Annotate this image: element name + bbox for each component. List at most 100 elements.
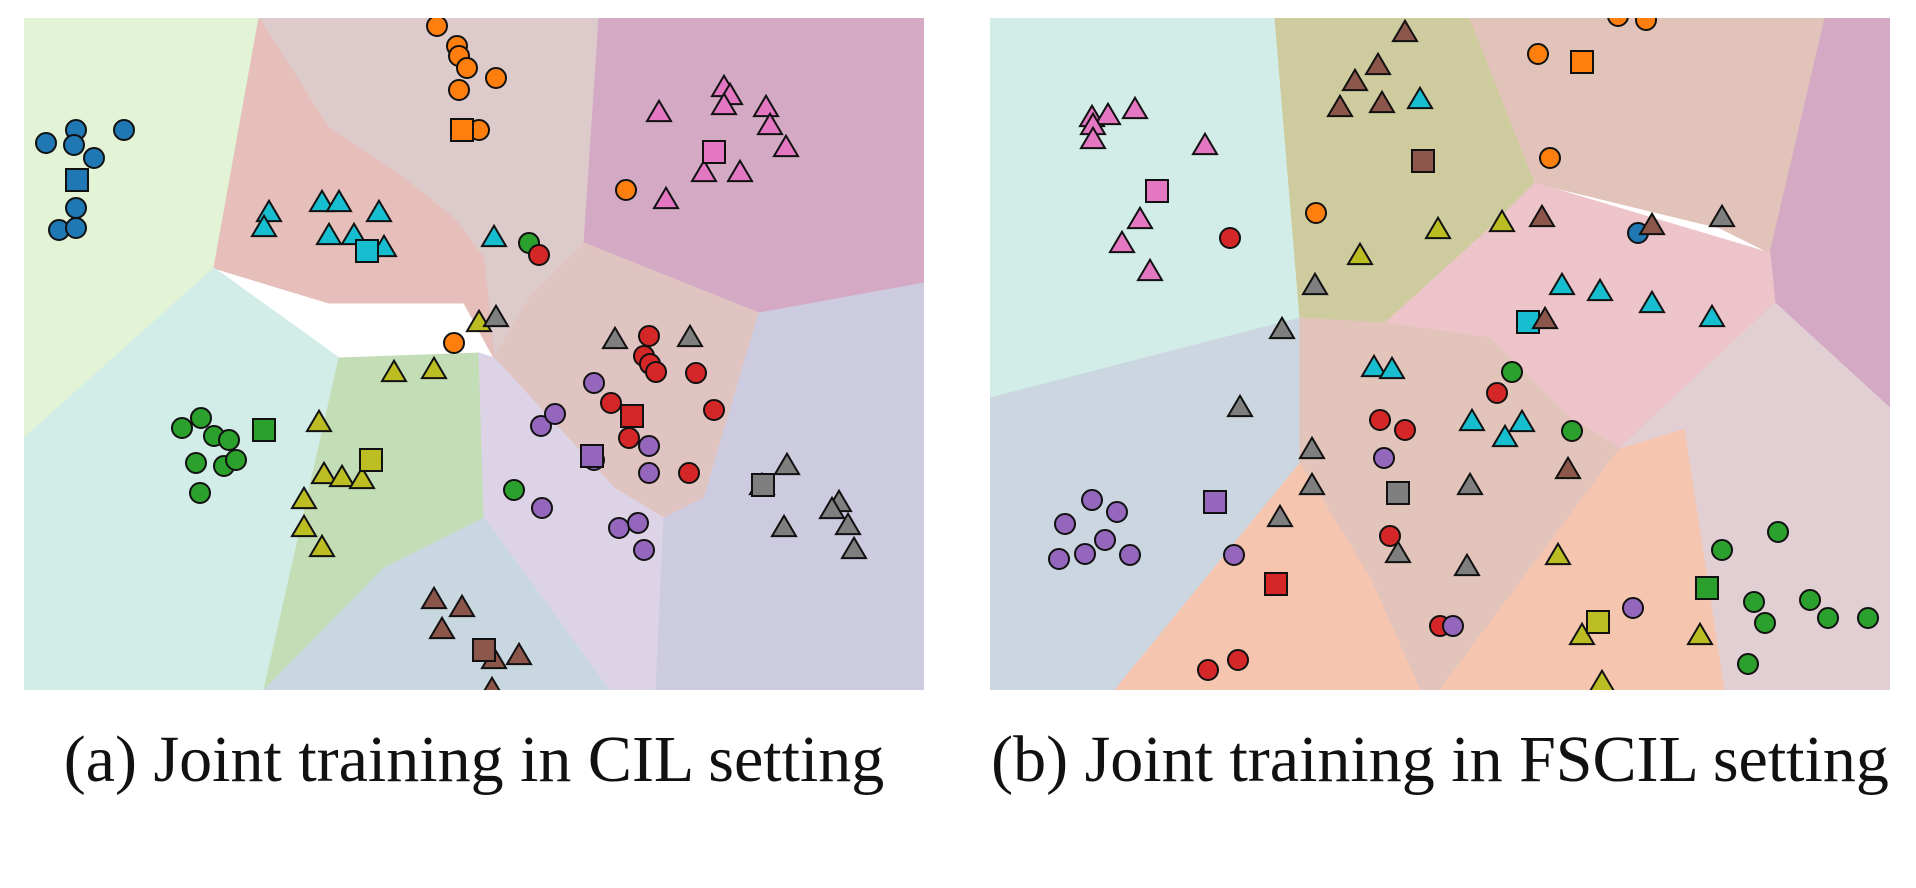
pink-triangle-marker (726, 158, 754, 183)
red-circle-marker (638, 325, 660, 347)
red-circle-marker (1197, 659, 1219, 681)
gray-triangle-marker (601, 325, 629, 350)
olive-triangle-marker (1346, 241, 1374, 266)
brown-triangle-marker (1528, 203, 1556, 228)
cyan-triangle-marker (250, 213, 278, 238)
decision-regions (24, 18, 924, 690)
red-circle-marker (645, 361, 667, 383)
green-circle-marker (1743, 591, 1765, 613)
green-circle-marker (1561, 420, 1583, 442)
cyan-triangle-marker (1586, 277, 1614, 302)
purple-circle-marker (1373, 447, 1395, 469)
purple-circle-marker (1054, 513, 1076, 535)
purple-circle-marker (1081, 489, 1103, 511)
gray-square-marker (751, 473, 775, 497)
caption-fscil: (b) Joint training in FSCIL setting (991, 723, 1889, 796)
pink-triangle-marker (652, 185, 680, 210)
purple-circle-marker (583, 372, 605, 394)
gray-triangle-marker (1268, 315, 1296, 340)
cyan-triangle-marker (325, 188, 353, 213)
cyan-triangle-marker (1360, 353, 1388, 378)
region-peach (1469, 18, 1826, 254)
red-square-marker (620, 404, 644, 428)
orange-square-marker (1570, 50, 1594, 74)
cyan-triangle-marker (480, 223, 508, 248)
cyan-triangle-marker (1458, 407, 1486, 432)
pink-triangle-marker (645, 98, 673, 123)
blue-circle-marker (65, 197, 87, 219)
green-square-marker (1695, 576, 1719, 600)
purple-square-marker (580, 444, 604, 468)
purple-circle-marker (1048, 548, 1070, 570)
pink-triangle-marker (1108, 229, 1136, 254)
red-circle-marker (685, 362, 707, 384)
olive-triangle-marker (1424, 215, 1452, 240)
red-circle-marker (528, 244, 550, 266)
cyan-triangle-marker (1548, 271, 1576, 296)
green-circle-marker (1754, 612, 1776, 634)
orange-circle-marker (456, 57, 478, 79)
brown-triangle-marker (1638, 211, 1666, 236)
gray-triangle-marker (1708, 203, 1736, 228)
green-circle-marker (1501, 361, 1523, 383)
pink-triangle-marker (1191, 131, 1219, 156)
blue-circle-marker (83, 147, 105, 169)
olive-triangle-marker (1544, 541, 1572, 566)
pink-triangle-marker (772, 133, 800, 158)
brown-triangle-marker (1368, 89, 1396, 114)
brown-triangle-marker (483, 675, 501, 690)
purple-circle-marker (638, 435, 660, 457)
orange-circle-marker (1607, 18, 1629, 27)
red-circle-marker (1379, 525, 1401, 547)
cyan-square-marker (355, 239, 379, 263)
green-circle-marker (225, 449, 247, 471)
gray-triangle-marker (773, 451, 801, 476)
olive-square-marker (359, 448, 383, 472)
orange-circle-marker (485, 67, 507, 89)
pink-triangle-marker (710, 91, 738, 116)
cyan-triangle-marker (1638, 289, 1666, 314)
cyan-triangle-marker (308, 188, 336, 213)
orange-square-marker (450, 118, 474, 142)
pink-square-marker (1145, 179, 1169, 203)
gray-triangle-marker (818, 495, 846, 520)
olive-triangle-marker (1488, 208, 1516, 233)
purple-circle-marker (633, 539, 655, 561)
voronoi-plot-fscil (990, 18, 1890, 690)
sample-points (35, 18, 868, 690)
red-circle-marker (1369, 409, 1391, 431)
olive-triangle-marker (290, 513, 318, 538)
blue-circle-marker (113, 119, 135, 141)
olive-triangle-marker (1686, 621, 1714, 646)
purple-circle-marker (1106, 501, 1128, 523)
gray-triangle-marker (1266, 503, 1294, 528)
olive-triangle-marker (310, 460, 338, 485)
pink-triangle-marker (1121, 95, 1149, 120)
olive-square-marker (1586, 610, 1610, 634)
gray-triangle-marker (840, 535, 868, 560)
purple-circle-marker (1622, 597, 1644, 619)
green-circle-marker (190, 407, 212, 429)
cyan-triangle-marker (1378, 355, 1406, 380)
olive-triangle-marker (290, 485, 318, 510)
orange-circle-marker (426, 18, 448, 37)
purple-circle-marker (1074, 543, 1096, 565)
caption-cil: (a) Joint training in CIL setting (63, 723, 885, 796)
gray-triangle-marker (770, 513, 798, 538)
purple-circle-marker (1442, 615, 1464, 637)
green-circle-marker (1767, 521, 1789, 543)
gray-triangle-marker (676, 323, 704, 348)
sample-points (1048, 18, 1879, 690)
pink-triangle-marker (1136, 257, 1164, 282)
red-square-marker (1264, 572, 1288, 596)
red-circle-marker (703, 399, 725, 421)
purple-circle-marker (544, 403, 566, 425)
purple-circle-marker (1094, 529, 1116, 551)
pink-square-marker (702, 140, 726, 164)
region-gray (655, 282, 924, 690)
pink-triangle-marker (690, 158, 718, 183)
brown-triangle-marker (1341, 67, 1369, 92)
green-circle-marker (1737, 653, 1759, 675)
orange-circle-marker (443, 332, 465, 354)
orange-circle-marker (615, 179, 637, 201)
